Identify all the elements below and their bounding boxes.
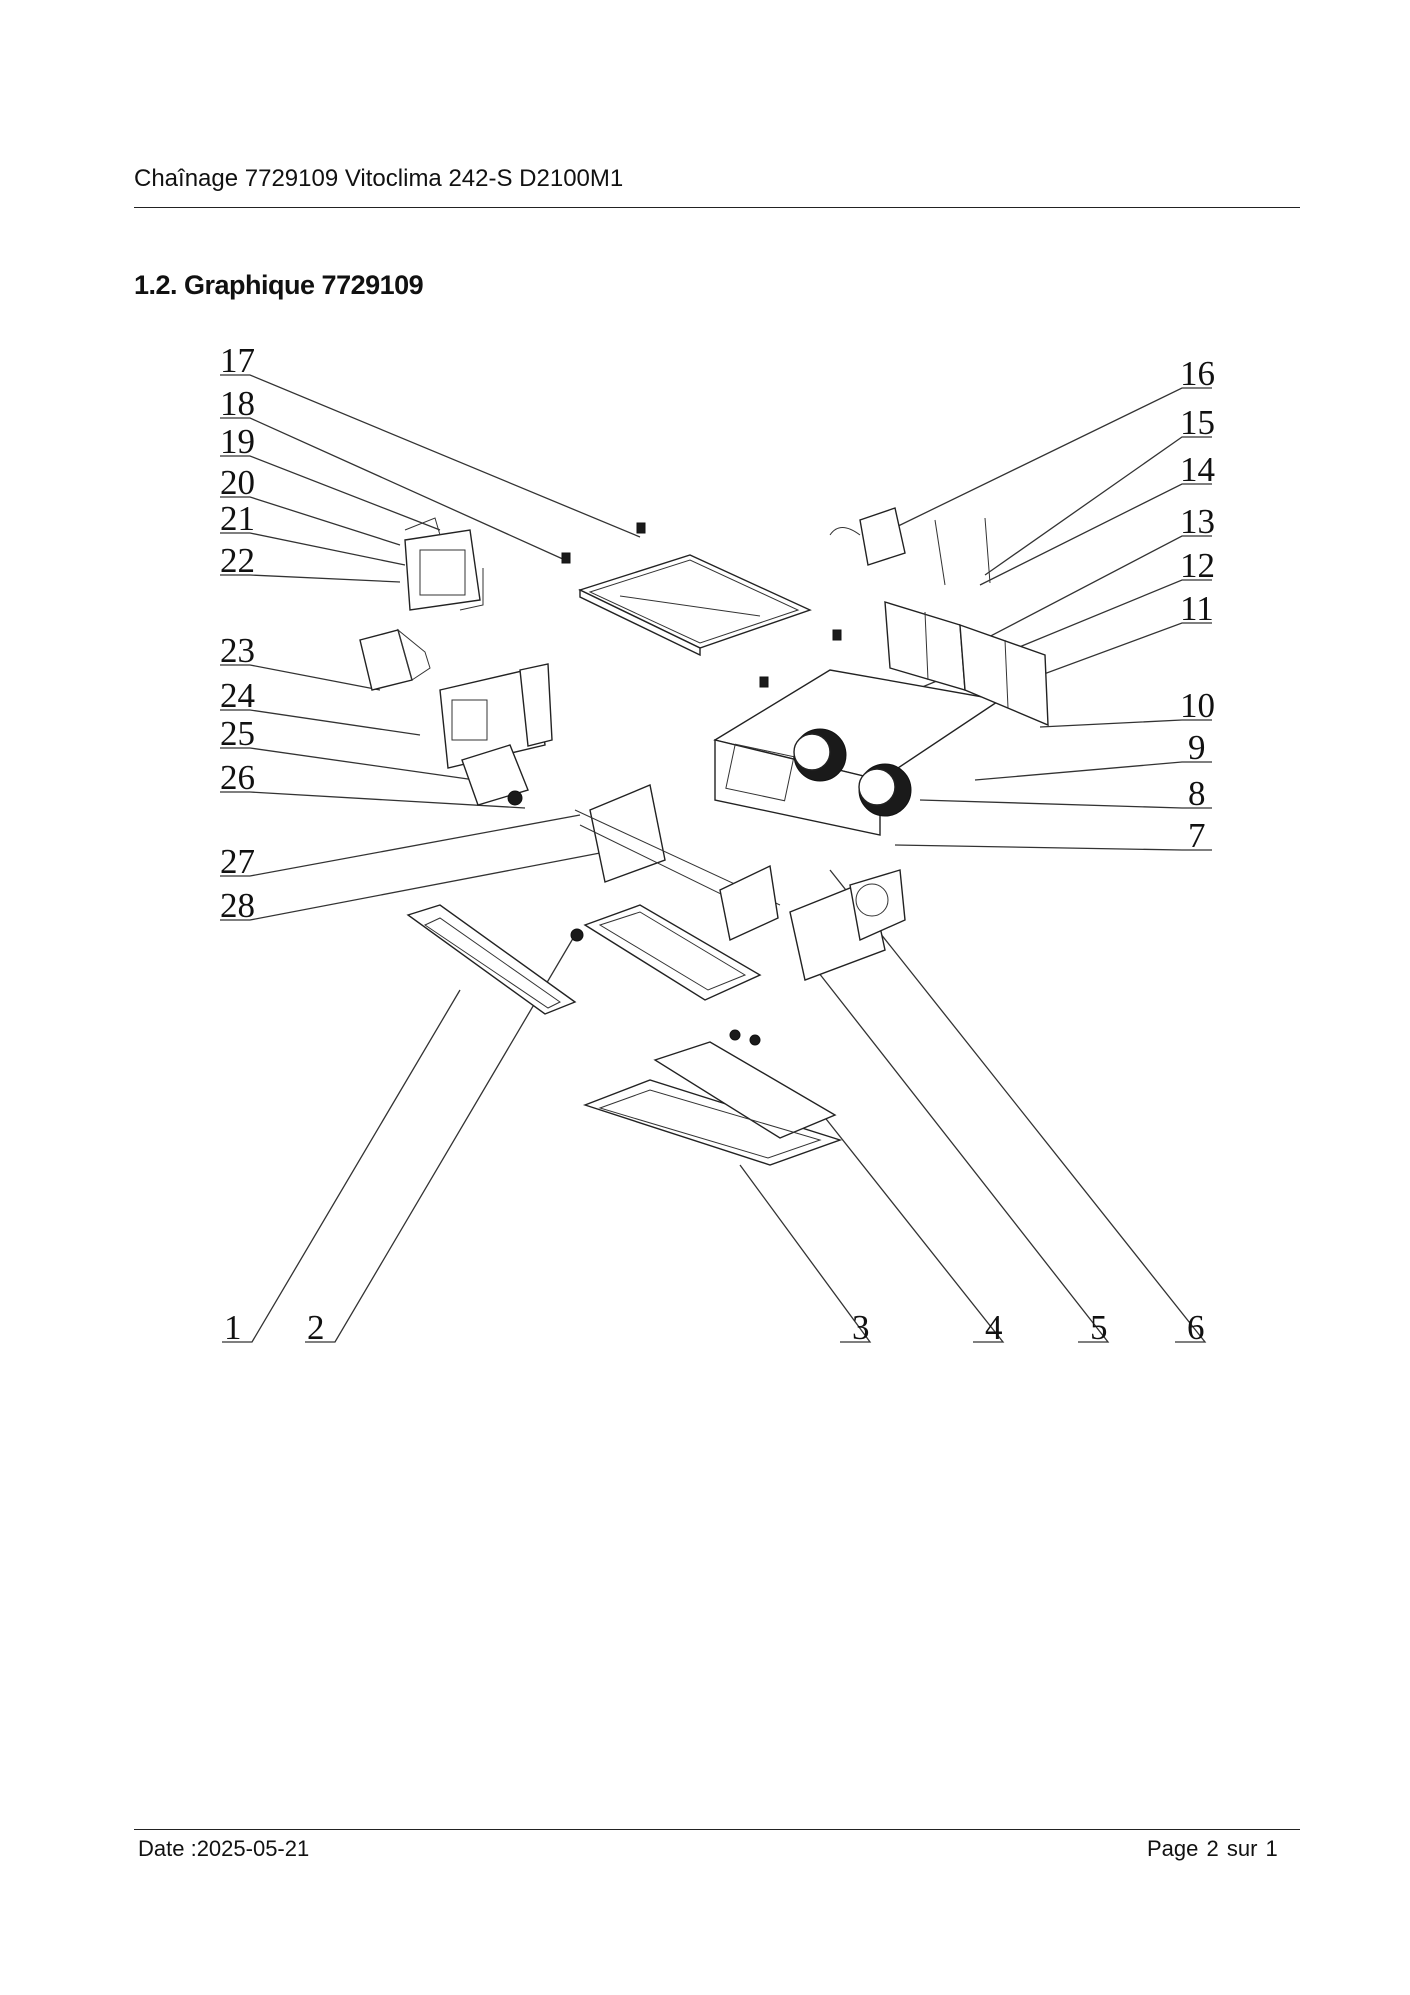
section-title: 1.2. Graphique 7729109 bbox=[134, 270, 424, 300]
callout-5: 5 bbox=[1090, 1308, 1108, 1347]
footer-date: Date :2025-05-21 bbox=[138, 1836, 310, 1861]
header-rule bbox=[134, 207, 1300, 208]
callout-15: 15 bbox=[1180, 403, 1215, 442]
callout-16: 16 bbox=[1180, 354, 1215, 393]
callout-23: 23 bbox=[220, 631, 255, 670]
callout-12: 12 bbox=[1180, 546, 1215, 585]
callout-14: 14 bbox=[1180, 450, 1215, 489]
callout-19: 19 bbox=[220, 422, 255, 461]
callout-4: 4 bbox=[985, 1308, 1003, 1347]
callout-22: 22 bbox=[220, 541, 255, 580]
callout-20: 20 bbox=[220, 463, 255, 502]
footer-page-number: Page 2 sur 1 bbox=[1147, 1836, 1278, 1861]
callout-13: 13 bbox=[1180, 502, 1215, 541]
callout-28: 28 bbox=[220, 886, 255, 925]
callout-2: 2 bbox=[307, 1308, 325, 1347]
callout-17: 17 bbox=[220, 341, 255, 380]
callout-27: 27 bbox=[220, 842, 255, 881]
callout-3: 3 bbox=[852, 1308, 870, 1347]
callout-7: 7 bbox=[1188, 816, 1206, 855]
callout-8: 8 bbox=[1188, 774, 1206, 813]
callout-21: 21 bbox=[220, 499, 255, 538]
callout-10: 10 bbox=[1180, 686, 1215, 725]
leader-lines bbox=[220, 374, 1212, 1343]
parts-drawing bbox=[359, 507, 1049, 1166]
callout-labels: 17 18 19 20 21 22 23 24 25 26 27 28 16 1… bbox=[220, 341, 1215, 1347]
callout-11: 11 bbox=[1180, 589, 1214, 628]
callout-26: 26 bbox=[220, 758, 255, 797]
footer-rule bbox=[134, 1829, 1300, 1830]
callout-6: 6 bbox=[1187, 1308, 1205, 1347]
callout-25: 25 bbox=[220, 714, 255, 753]
callout-9: 9 bbox=[1188, 728, 1206, 767]
callout-1: 1 bbox=[224, 1308, 242, 1347]
callout-24: 24 bbox=[220, 676, 255, 715]
document-header-title: Chaînage 7729109 Vitoclima 242-S D2100M1 bbox=[134, 165, 624, 192]
callout-18: 18 bbox=[220, 384, 255, 423]
